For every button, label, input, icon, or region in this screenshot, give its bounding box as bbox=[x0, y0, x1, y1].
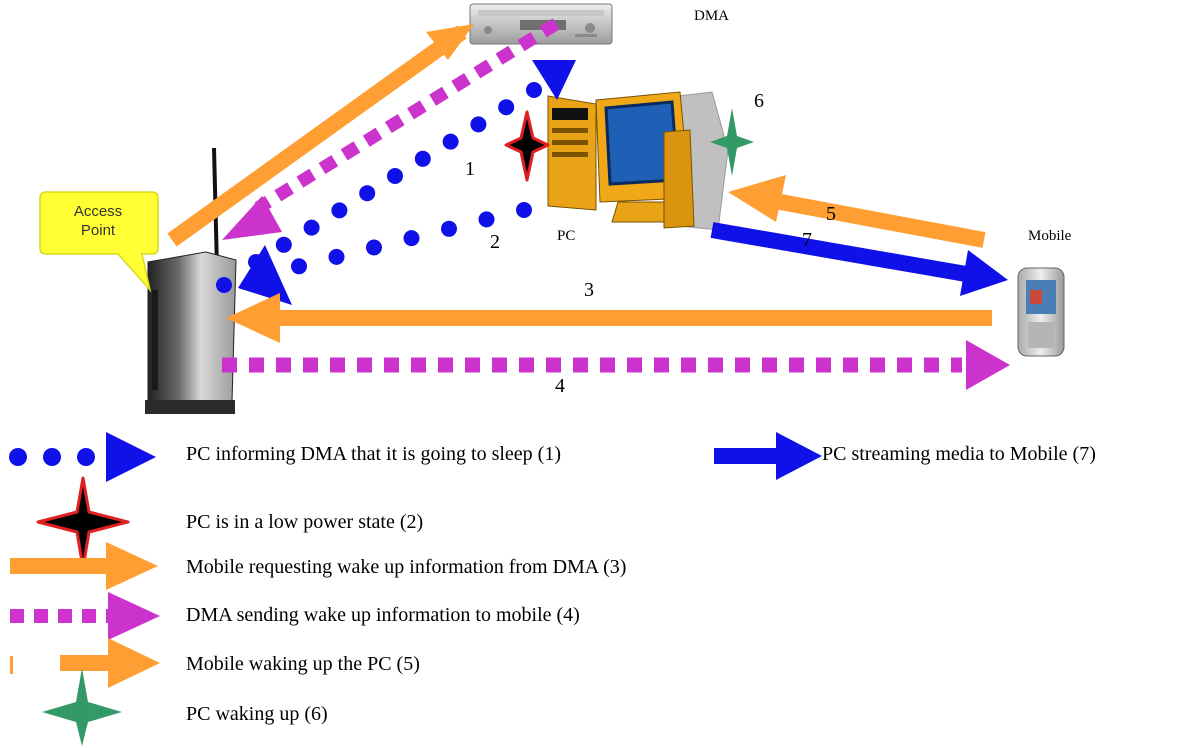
wake-up-star-icon bbox=[710, 108, 754, 176]
orange-ap-to-dma-arrowhead bbox=[426, 24, 474, 60]
mobile-label: Mobile bbox=[1028, 228, 1072, 244]
step1-dot bbox=[526, 82, 542, 98]
step1-dot bbox=[516, 202, 532, 218]
step1-dot bbox=[470, 116, 487, 133]
mobile-device-icon bbox=[1017, 267, 1065, 357]
step1-dot bbox=[216, 277, 232, 293]
step1-arrowhead-ap bbox=[238, 245, 292, 305]
step1-dot bbox=[303, 219, 320, 236]
step7-line bbox=[710, 222, 968, 282]
step-number-5: 5 bbox=[826, 203, 836, 225]
legend-dot bbox=[43, 448, 61, 466]
step3-arrowhead bbox=[226, 293, 280, 343]
step-number-6: 6 bbox=[754, 90, 764, 112]
step1-dot bbox=[291, 258, 307, 275]
legend-step1-text: PC informing DMA that it is going to sle… bbox=[186, 443, 561, 465]
legend-step5-shaft bbox=[60, 655, 112, 671]
step1-dot bbox=[478, 211, 495, 228]
legend-step5-text: Mobile waking up the PC (5) bbox=[186, 653, 420, 675]
step5-arrowhead bbox=[728, 175, 786, 222]
pc-device-icon bbox=[547, 91, 729, 231]
step1-dot bbox=[328, 248, 345, 265]
legend-step3-shaft bbox=[10, 558, 116, 574]
access-point-label-line2: Point bbox=[80, 222, 116, 239]
legend-step5-tick bbox=[10, 656, 13, 674]
step-number-3: 3 bbox=[584, 279, 594, 301]
orange-ap-to-dma-line bbox=[167, 25, 467, 247]
step1-dot bbox=[414, 150, 431, 167]
legend-dotted-arrowhead bbox=[106, 432, 156, 482]
step5-line bbox=[768, 192, 986, 248]
access-point-label: Access Point bbox=[44, 202, 152, 240]
access-point-callout bbox=[39, 191, 159, 293]
legend-step3-text: Mobile requesting wake up information fr… bbox=[186, 556, 627, 578]
legend-step7-text: PC streaming media to Mobile (7) bbox=[822, 443, 1096, 465]
step-number-2: 2 bbox=[490, 231, 500, 253]
legend-dot bbox=[9, 448, 27, 466]
legend-step4-text: DMA sending wake up information to mobil… bbox=[186, 604, 580, 626]
legend-step7-arrowhead bbox=[776, 432, 822, 480]
dma-label: DMA bbox=[694, 8, 730, 24]
access-point-device-icon bbox=[145, 147, 237, 414]
legend-wake-up-star-icon bbox=[42, 668, 122, 746]
step4-arrowhead bbox=[966, 340, 1010, 390]
step1-dotted-arrow bbox=[216, 82, 542, 293]
magenta-dma-to-ap-arrowhead bbox=[222, 196, 282, 240]
access-point-label-line1: Access bbox=[73, 203, 123, 220]
step-number-7: 7 bbox=[802, 229, 812, 251]
legend-step6-text: PC waking up (6) bbox=[186, 703, 328, 725]
legend-step4-arrowhead bbox=[108, 592, 160, 640]
step1-dot bbox=[387, 168, 403, 184]
legend-step7-shaft bbox=[714, 448, 784, 464]
low-power-star-icon bbox=[504, 110, 550, 182]
step1-dot bbox=[403, 230, 420, 247]
step7-arrowhead bbox=[960, 250, 1008, 296]
legend-dot bbox=[77, 448, 95, 466]
step1-dot bbox=[359, 185, 376, 202]
step1-dot bbox=[442, 133, 459, 150]
legend-step2-text: PC is in a low power state (2) bbox=[186, 511, 424, 533]
legend-step3-arrowhead bbox=[106, 542, 158, 590]
step1-dot bbox=[441, 220, 457, 237]
step1-dot bbox=[366, 239, 382, 256]
step1-dot bbox=[498, 99, 515, 116]
legend-dotted-arrow bbox=[9, 448, 95, 466]
pc-label: PC bbox=[557, 228, 576, 244]
step1-dot bbox=[331, 202, 348, 219]
magenta-dma-to-ap-line bbox=[254, 18, 560, 214]
step-number-1: 1 bbox=[465, 158, 475, 180]
step1-dot bbox=[275, 236, 292, 253]
dma-device-icon bbox=[469, 3, 613, 45]
step1-arrowhead-dma bbox=[532, 60, 576, 100]
legend-step5-arrowhead bbox=[108, 638, 160, 688]
step-number-4: 4 bbox=[555, 375, 565, 397]
